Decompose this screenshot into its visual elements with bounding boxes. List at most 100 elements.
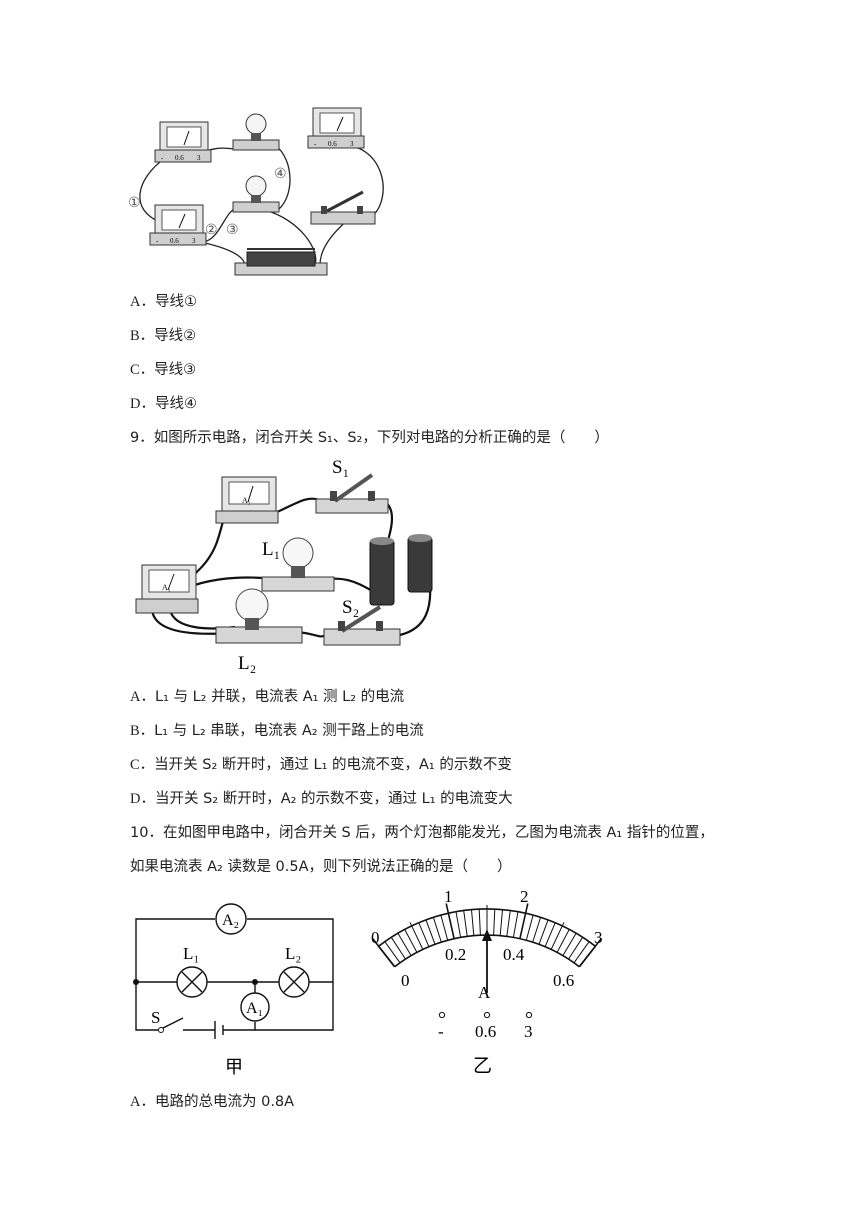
dial-tick — [544, 922, 556, 947]
q9-option-c[interactable]: C．当开关 S₂ 断开时，通过 L₁ 的电流不变，A₁ 的示数不变 — [130, 757, 512, 773]
unit-label: A — [478, 983, 491, 1002]
dial-tick — [390, 937, 406, 960]
ammeter-a2-symbol: A₂ — [215, 903, 247, 935]
q9-option-d[interactable]: D．当开关 S₂ 断开时，A₂ 的示数不变，通过 L₁ 的电流变大 — [130, 791, 513, 807]
q8-option-c[interactable]: C．导线③ — [130, 362, 197, 378]
svg-text:3: 3 — [192, 237, 196, 245]
svg-text:-: - — [314, 140, 317, 148]
dial-tick — [525, 915, 534, 941]
dial-tick — [432, 917, 442, 943]
wire-label-1: ① — [128, 196, 141, 211]
ammeter-a2-icon: A₂ — [215, 476, 279, 524]
lower-tick-label-2: 0.4 — [503, 945, 525, 964]
q8-circuit-figure: - 0.6 3 - 0.6 3 - 0.6 3 — [128, 107, 384, 276]
svg-text:-: - — [156, 237, 159, 245]
terminal-3: 3 — [524, 1022, 533, 1041]
dial-tick — [550, 922, 565, 950]
q10-stem-line2: 如果电流表 A₂ 读数是 0.5A，则下列说法正确的是（ ） — [130, 859, 512, 875]
svg-text:3: 3 — [350, 140, 354, 148]
caption-yi: 乙 — [473, 1055, 492, 1077]
dial-tick — [404, 929, 418, 953]
dial-tick — [455, 911, 462, 938]
svg-text:A₁: A₁ — [162, 583, 171, 592]
svg-text:A₂: A₂ — [242, 496, 251, 505]
meter-pointer — [482, 929, 492, 993]
label-s2: S₂ — [342, 597, 359, 618]
dial-tick — [409, 922, 424, 950]
q8-option-b[interactable]: B．导线② — [130, 328, 197, 344]
bulb-icon — [232, 175, 280, 213]
terminal-minus: - — [438, 1022, 444, 1041]
ammeter-a1-icon: A₁ — [135, 564, 199, 614]
label-s1: S₁ — [332, 457, 349, 478]
dial-tick — [471, 909, 475, 936]
upper-tick-label-0: 0 — [371, 928, 380, 947]
caption-jia: 甲 — [225, 1057, 243, 1078]
label-l2: L₂ — [285, 944, 301, 963]
dial-tick — [573, 941, 590, 964]
label-l2: L₂ — [238, 653, 256, 674]
dial-tick — [556, 929, 570, 953]
terminal-0.6: 0.6 — [475, 1022, 496, 1041]
svg-text:3: 3 — [197, 154, 201, 162]
q9-circuit-figure: A₂ A₁ S₁ L₁ L₂ S — [135, 457, 433, 674]
wire-label-2: ② — [205, 223, 218, 238]
dial-tick — [532, 917, 542, 943]
dial-tick — [397, 932, 412, 956]
dial-tick — [445, 903, 455, 939]
q9-option-a[interactable]: A．L₁ 与 L₂ 并联，电流表 A₁ 测 L₂ 的电流 — [130, 689, 405, 705]
upper-tick-label-1: 1 — [444, 887, 453, 906]
bulb-l1-icon — [261, 537, 335, 592]
dial-tick — [478, 909, 481, 936]
lamp-l2-symbol — [278, 966, 310, 998]
ammeter-a1-symbol: A₁ — [240, 992, 270, 1022]
dial-tick — [499, 909, 503, 936]
ammeter-icon: - 0.6 3 — [149, 204, 207, 246]
svg-text:0.6: 0.6 — [175, 154, 184, 162]
q8-option-d[interactable]: D．导线④ — [130, 396, 197, 412]
dial-tick — [425, 919, 436, 945]
dial-tick — [568, 937, 584, 960]
dial-tick — [562, 932, 577, 956]
switch-icon — [310, 190, 376, 225]
q10-option-a[interactable]: A．电路的总电流为 0.8A — [130, 1094, 295, 1110]
lower-tick-label-1: 0.2 — [445, 945, 466, 964]
wire-label-4: ④ — [274, 167, 287, 182]
svg-text:-: - — [161, 154, 164, 162]
ammeter-icon: - 0.6 3 — [307, 107, 365, 149]
dial-tick — [538, 919, 549, 945]
rheostat-icon — [234, 248, 328, 276]
lower-tick-label-3: 0.6 — [553, 971, 574, 990]
q10-ammeter-dial: 0 1 2 3 0 0.2 0.4 0.6 A - 0.6 3 乙 — [371, 887, 603, 1077]
label-s: S — [151, 1008, 160, 1027]
switch-s1-icon — [315, 473, 389, 514]
dial-tick — [384, 941, 401, 964]
dial-tick — [512, 911, 519, 938]
dial-tick — [418, 922, 430, 947]
upper-tick-label-2: 2 — [520, 887, 529, 906]
dial-tick — [440, 915, 449, 941]
upper-tick-label-3: 3 — [594, 928, 603, 947]
bulb-icon — [232, 113, 280, 151]
q10-circuit-diagram: A₂ L₁ L₂ A₁ S 甲 — [133, 903, 334, 1078]
ammeter-icon: - 0.6 3 — [154, 121, 212, 163]
q9-option-b[interactable]: B．L₁ 与 L₂ 串联，电流表 A₂ 测干路上的电流 — [130, 723, 424, 739]
wire-label-3: ③ — [226, 223, 239, 238]
label-l1: L₁ — [262, 539, 280, 560]
svg-text:0.6: 0.6 — [328, 140, 337, 148]
dial-tick — [493, 909, 496, 936]
dial-tick — [519, 903, 529, 939]
battery-icon — [369, 534, 433, 606]
bulb-l2-icon — [215, 588, 303, 644]
lamp-l1-symbol — [176, 966, 208, 998]
dial-tick — [506, 910, 511, 937]
svg-text:A₁: A₁ — [246, 1000, 263, 1017]
switch-s2-icon — [323, 605, 401, 646]
dial-tick — [463, 910, 468, 937]
svg-text:0.6: 0.6 — [170, 237, 179, 245]
lower-tick-label-0: 0 — [401, 971, 410, 990]
q8-option-a[interactable]: A．导线① — [130, 294, 197, 310]
label-l1: L₁ — [183, 944, 199, 963]
svg-text:A₂: A₂ — [222, 912, 239, 929]
q10-stem-line1: 10．在如图甲电路中，闭合开关 S 后，两个灯泡都能发光，乙图为电流表 A₁ 指… — [130, 825, 714, 841]
